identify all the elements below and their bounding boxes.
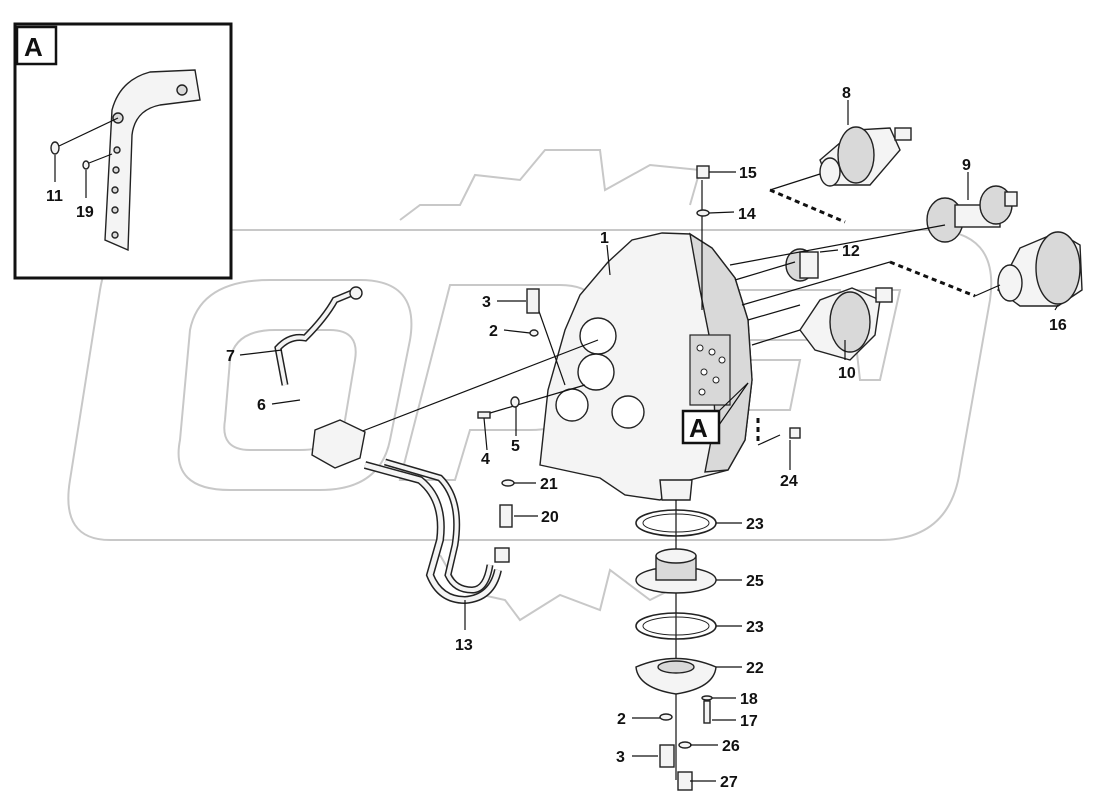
plug-15 xyxy=(696,165,710,179)
plug-3-upper xyxy=(526,288,540,314)
seal-ring-2-upper xyxy=(529,329,539,337)
part-labels: 1 3 2 4 5 6 7 8 9 10 12 13 14 15 16 17 1… xyxy=(226,85,1067,791)
manifold-block xyxy=(311,419,366,469)
housing-port-upper xyxy=(579,317,617,355)
label-6: 6 xyxy=(257,397,266,414)
label-4: 4 xyxy=(481,451,490,468)
label-2-upper: 2 xyxy=(489,323,498,340)
washer-5 xyxy=(510,396,520,408)
clutch-pack-10 xyxy=(799,287,893,361)
hose-7 xyxy=(274,286,363,386)
inset-bracket xyxy=(104,69,201,252)
shaft-9 xyxy=(926,185,1018,243)
label-23-upper: 23 xyxy=(746,516,764,533)
gear-12 xyxy=(785,248,819,282)
transmission-housing xyxy=(539,232,753,501)
label-20: 20 xyxy=(541,509,559,526)
leader-lines xyxy=(239,100,1059,782)
label-8: 8 xyxy=(842,85,851,102)
label-10: 10 xyxy=(838,365,856,382)
housing-port-left xyxy=(555,388,589,422)
inset-label-19: 19 xyxy=(76,204,94,221)
detail-inset-a: A 11 19 xyxy=(13,22,233,280)
label-24: 24 xyxy=(780,473,798,490)
plug-3-lower xyxy=(659,744,675,768)
hose-13 xyxy=(363,458,510,605)
filter-25 xyxy=(635,548,717,594)
label-22: 22 xyxy=(746,660,764,677)
seal-ring-14 xyxy=(696,209,710,217)
label-3-lower: 3 xyxy=(616,749,625,766)
seal-ring-2-lower xyxy=(659,713,673,721)
label-26: 26 xyxy=(722,738,740,755)
seal-ring-26 xyxy=(678,741,692,749)
label-27: 27 xyxy=(720,774,738,791)
detail-callout-a: A xyxy=(681,382,749,445)
label-2-lower: 2 xyxy=(617,711,626,728)
bolt-4 xyxy=(477,411,491,419)
label-13: 13 xyxy=(455,637,473,654)
housing-port-middle xyxy=(577,353,615,391)
fitting-20 xyxy=(499,504,513,528)
label-25: 25 xyxy=(746,573,764,590)
label-9: 9 xyxy=(962,157,971,174)
plug-27 xyxy=(677,771,693,791)
callout-letter: A xyxy=(689,413,708,443)
assembly-lines xyxy=(359,173,1001,780)
label-15: 15 xyxy=(739,165,757,182)
label-3-upper: 3 xyxy=(482,294,491,311)
label-14: 14 xyxy=(738,206,756,223)
sensor-24 xyxy=(789,427,801,439)
label-12: 12 xyxy=(842,243,860,260)
label-23-lower: 23 xyxy=(746,619,764,636)
label-18: 18 xyxy=(740,691,758,708)
housing-port-right xyxy=(611,395,645,429)
cover-22 xyxy=(635,657,717,695)
valve-block xyxy=(689,334,731,406)
label-1: 1 xyxy=(600,230,609,247)
bolt-17 xyxy=(703,700,711,724)
label-21: 21 xyxy=(540,476,558,493)
inset-oring xyxy=(50,141,60,155)
label-7: 7 xyxy=(226,348,235,365)
inset-label-11: 11 xyxy=(46,188,63,205)
inset-small-ring xyxy=(82,160,90,170)
inset-letter: A xyxy=(24,32,43,62)
label-5: 5 xyxy=(511,438,520,455)
clutch-pack-8 xyxy=(819,126,912,187)
washer-18 xyxy=(701,695,713,701)
seal-ring-21 xyxy=(501,479,515,487)
label-17: 17 xyxy=(740,713,758,730)
clutch-pack-16 xyxy=(997,231,1083,307)
label-16: 16 xyxy=(1049,317,1067,334)
